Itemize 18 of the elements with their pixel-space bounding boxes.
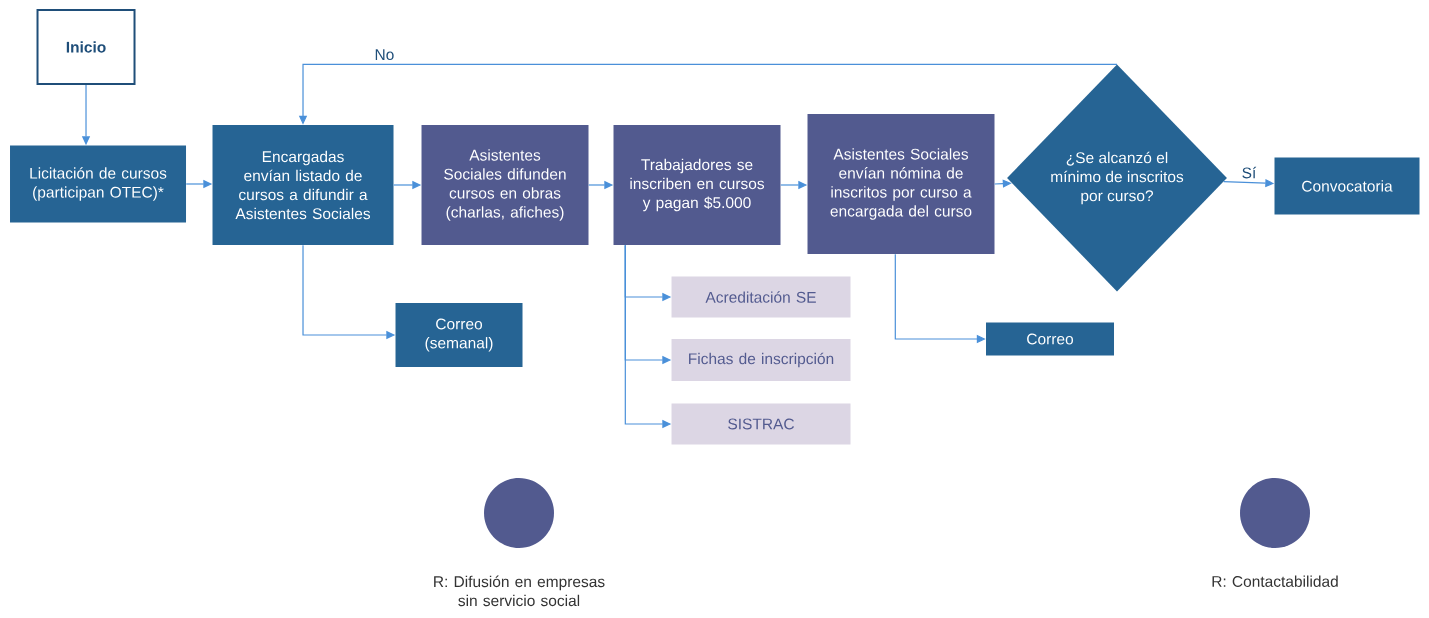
process-box: Convocatoria: [1274, 157, 1420, 215]
caption-text: R: Difusión en empresas sin servicio social: [434, 575, 605, 607]
document-box: Fichas de inscripción: [671, 339, 851, 381]
output-box: Correo: [986, 322, 1114, 356]
process-box: Asistentes Sociales envían nómina de inscritos por curso a encargada del curso: [807, 114, 995, 254]
start-box: Inicio: [36, 9, 136, 85]
process-box: Trabajadores se inscriben en cursos y pagan $5.000: [613, 125, 781, 245]
result-circle: [1240, 478, 1310, 548]
result-circle: [484, 478, 554, 548]
output-box: Correo (semanal): [395, 303, 523, 367]
edge-label: Sí: [1240, 165, 1258, 180]
process-box: Licitación de cursos (participan OTEC)*: [10, 145, 186, 223]
document-box: Acreditación SE: [671, 276, 851, 318]
edge-label: No: [373, 48, 396, 62]
document-box: SISTRAC: [671, 403, 851, 445]
process-box: Encargadas envían listado de cursos a difundir a Asistentes Sociales: [212, 125, 394, 245]
process-box: Asistentes Sociales difunden cursos en obras (charlas, afiches): [421, 125, 589, 245]
caption-text: R: Contactabilidad: [1212, 575, 1338, 587]
